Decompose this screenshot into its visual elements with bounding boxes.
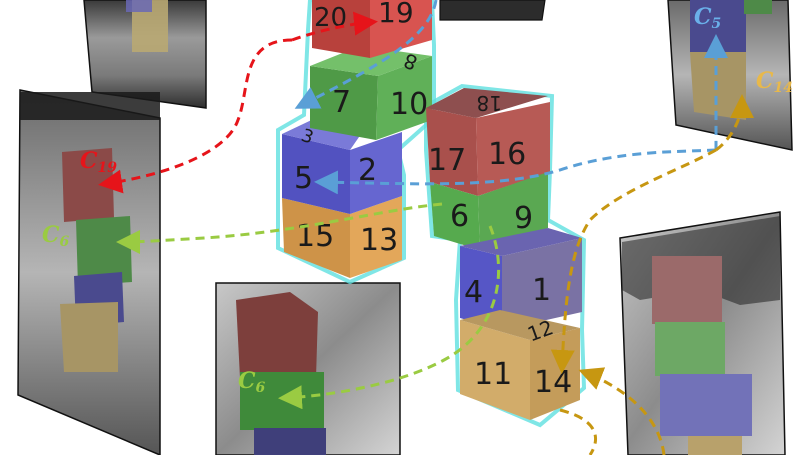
depth-panel-top-center (439, 0, 546, 21)
arrow-green-to-c6-center (278, 225, 501, 410)
cube-7-10: 8 7 10 (310, 46, 432, 140)
arrow-gold-to-c14 (715, 94, 754, 152)
cube-17-16: 18 17 16 (426, 88, 550, 196)
cube-4-1: 4 1 (460, 228, 582, 330)
label-c5: C5 (694, 4, 721, 32)
arrow-red-to-19 (291, 11, 378, 42)
arrow-gold-bottom (559, 408, 598, 455)
cube-label-18: 18 (477, 91, 502, 115)
cube-label-11: 11 (474, 357, 512, 392)
cube-20-19: 20 19 (312, 0, 432, 58)
cube-label-19: 19 (378, 0, 414, 29)
arrow-blue-to-5 (314, 148, 717, 195)
cube-6-9: 6 9 (430, 172, 548, 250)
cube-label-13: 13 (360, 223, 398, 258)
label-c6-left: C6 (42, 222, 70, 250)
cube-label-10: 10 (390, 87, 428, 122)
depth-panel-top-left (83, 0, 207, 109)
cube-label-16: 16 (488, 137, 526, 172)
cube-label-1: 1 (532, 273, 551, 308)
cube-label-20: 20 (314, 3, 347, 33)
cube-label-7: 7 (332, 85, 351, 120)
cube-label-9: 9 (514, 201, 533, 236)
left-stack-outline (276, 0, 436, 285)
arrow-red-to-c19 (98, 38, 293, 194)
cube-label-5: 5 (294, 161, 313, 196)
depth-panel-top-right (667, 0, 793, 151)
arrow-green-to-c6-left (116, 202, 443, 254)
depth-panel-right (619, 211, 786, 455)
label-c19: C19 (80, 148, 117, 176)
cube-label-2: 2 (358, 153, 377, 188)
cube-label-6: 6 (450, 199, 469, 234)
cube-label-14: 14 (534, 365, 572, 400)
label-c14: C14 (756, 68, 793, 96)
depth-panel-left (17, 89, 161, 455)
cube-label-17: 17 (428, 143, 466, 178)
depth-panel-bottom-center (215, 282, 401, 455)
label-c6-center: C6 (238, 368, 266, 396)
cube-label-4: 4 (464, 275, 483, 310)
